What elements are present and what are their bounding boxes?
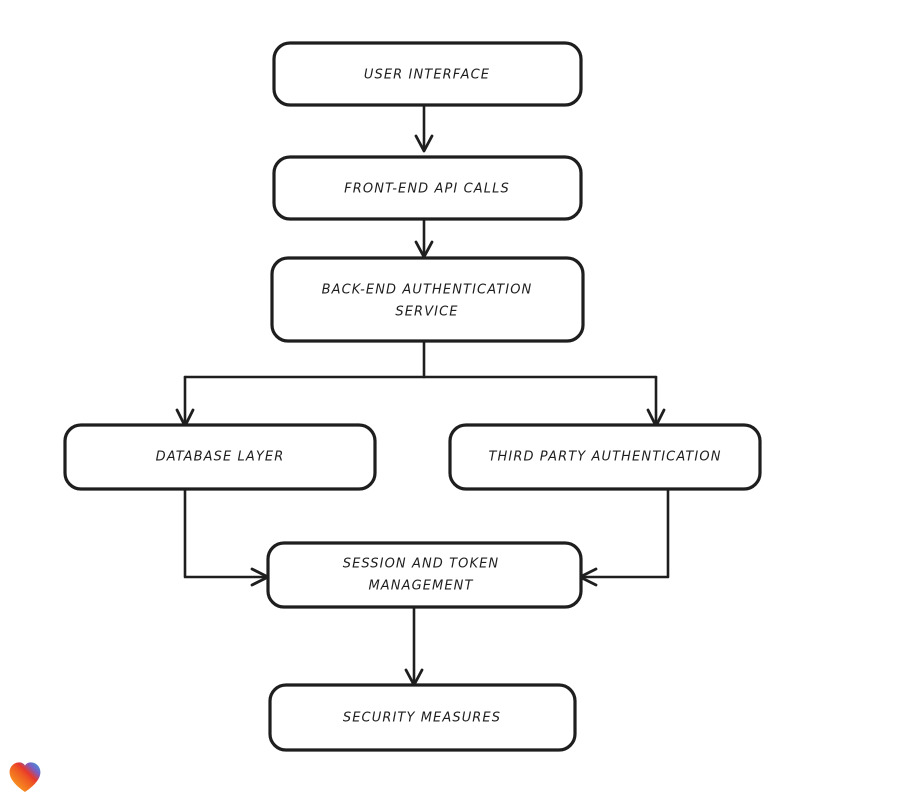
- node-database-layer-label: DATABASE LAYER: [156, 450, 285, 465]
- node-database-layer-shape: [63, 423, 377, 491]
- node-user-interface[interactable]: USER INTERFACE: [272, 41, 583, 107]
- edge-back-end-auth-service-branch-bus: [183, 339, 658, 379]
- edge-third-party-auth-to-session-token-management: [578, 487, 670, 587]
- node-third-party-auth[interactable]: THIRD PARTY AUTHENTICATION: [448, 423, 762, 491]
- node-session-token-management-label-line2: MANAGEMENT: [368, 579, 473, 594]
- edge-front-end-api-calls-to-back-end-auth-service: [414, 217, 434, 259]
- edge-session-token-management-to-security-measures: [404, 605, 424, 687]
- edge-back-end-auth-service-to-database-layer: [175, 375, 195, 428]
- node-third-party-auth-shape: [448, 423, 762, 491]
- node-front-end-api-calls-shape: [272, 155, 583, 221]
- node-user-interface-shape: [272, 41, 583, 107]
- node-database-layer[interactable]: DATABASE LAYER: [63, 423, 377, 491]
- node-back-end-auth-service[interactable]: BACK-END AUTHENTICATION SERVICE: [270, 256, 585, 343]
- node-session-token-management-label-line1: SESSION AND TOKEN: [343, 557, 500, 572]
- node-back-end-auth-service-label-line1: BACK-END AUTHENTICATION: [322, 283, 533, 298]
- node-user-interface-label: USER INTERFACE: [364, 68, 490, 83]
- node-back-end-auth-service-shape: [270, 256, 585, 343]
- edge-database-layer-to-session-token-management: [183, 487, 270, 587]
- node-front-end-api-calls-label: FRONT-END API CALLS: [344, 182, 510, 197]
- edge-back-end-auth-service-to-third-party-auth: [646, 375, 666, 428]
- heart-icon: [9, 762, 41, 792]
- node-security-measures-shape: [268, 683, 577, 752]
- node-back-end-auth-service-label-line2: SERVICE: [395, 305, 458, 320]
- node-security-measures[interactable]: SECURITY MEASURES: [268, 683, 577, 752]
- node-session-token-management-shape: [266, 541, 583, 609]
- node-session-token-management[interactable]: SESSION AND TOKEN MANAGEMENT: [266, 541, 583, 609]
- node-front-end-api-calls[interactable]: FRONT-END API CALLS: [272, 155, 583, 221]
- node-security-measures-label: SECURITY MEASURES: [343, 711, 501, 726]
- edge-user-interface-to-front-end-api-calls: [414, 103, 434, 153]
- node-third-party-auth-label: THIRD PARTY AUTHENTICATION: [488, 450, 721, 465]
